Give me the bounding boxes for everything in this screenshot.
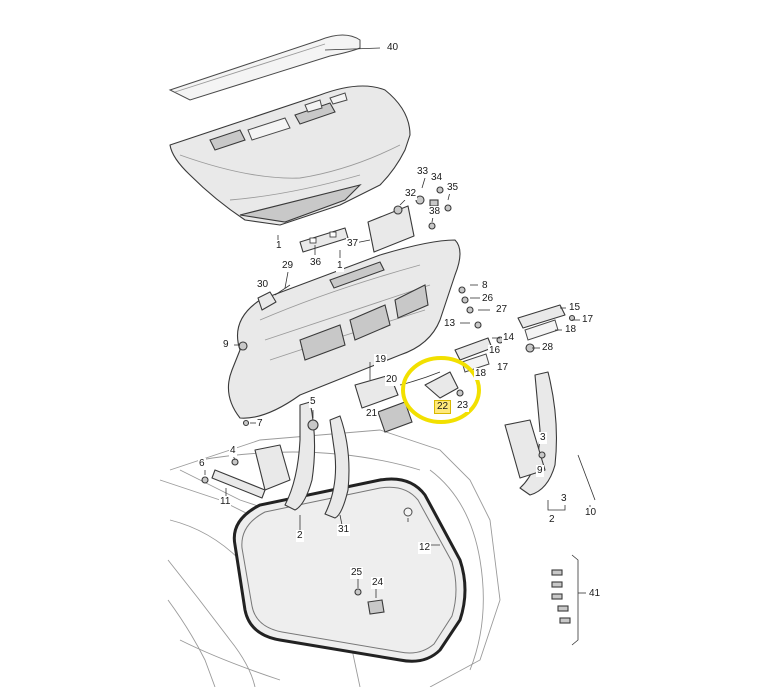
callout-28: 28 xyxy=(541,342,555,354)
callout-26: 26 xyxy=(481,293,495,305)
callout-7: 7 xyxy=(256,418,264,430)
callout-36: 36 xyxy=(309,257,323,269)
callout-29: 29 xyxy=(281,260,295,272)
callout-9-right: 9 xyxy=(536,465,544,477)
right-hinge-arm xyxy=(324,415,350,519)
callout-12: 12 xyxy=(418,542,432,554)
callout-18-upper: 18 xyxy=(564,324,578,336)
lock-assembly xyxy=(354,371,464,433)
callout-21: 21 xyxy=(365,408,379,420)
callout-30: 30 xyxy=(256,279,270,291)
callout-1-upper: 1 xyxy=(275,240,283,252)
trunk-lid-inner-panel xyxy=(227,239,461,419)
callout-34: 34 xyxy=(430,172,444,184)
callout-11: 11 xyxy=(219,496,232,508)
callout-17-lower: 17 xyxy=(496,362,510,374)
highlight-circle xyxy=(401,356,481,424)
callout-3-upper: 3 xyxy=(539,432,547,444)
license-plate-panel xyxy=(367,205,415,253)
callout-2-left: 2 xyxy=(296,530,304,542)
callout-1-lower: 1 xyxy=(336,260,344,272)
callout-31: 31 xyxy=(337,524,351,536)
callout-13: 13 xyxy=(443,318,457,330)
lock-actuator xyxy=(424,371,459,399)
callout-9: 9 xyxy=(222,339,230,351)
fastener-group-top xyxy=(393,186,452,230)
callout-41: 41 xyxy=(588,588,602,600)
callout-33: 33 xyxy=(416,166,430,178)
callout-15: 15 xyxy=(568,302,582,314)
clip-set xyxy=(551,554,579,646)
rear-window-glass xyxy=(168,34,361,101)
callout-27: 27 xyxy=(495,304,509,316)
lock-bracket-group xyxy=(454,286,576,373)
callout-19: 19 xyxy=(374,354,388,366)
callout-23: 23 xyxy=(456,400,470,412)
left-hinge-arm xyxy=(284,401,316,511)
boot-seal xyxy=(232,477,467,663)
callout-40: 40 xyxy=(386,42,400,54)
callout-6: 6 xyxy=(198,458,206,470)
gas-strut xyxy=(211,469,266,499)
callout-37: 37 xyxy=(346,238,360,250)
trim-strip xyxy=(299,227,349,253)
callout-3-lower: 3 xyxy=(560,493,568,505)
lid-stopper xyxy=(257,291,277,311)
callout-38: 38 xyxy=(428,206,442,218)
callout-35: 35 xyxy=(446,182,460,194)
callout-32: 32 xyxy=(404,188,418,200)
callout-18-lower: 18 xyxy=(474,368,488,380)
callout-4: 4 xyxy=(229,445,237,457)
callout-24: 24 xyxy=(371,577,385,589)
callout-20: 20 xyxy=(385,374,399,386)
callout-16: 16 xyxy=(488,345,502,357)
callout-10: 10 xyxy=(584,507,598,519)
callout-5: 5 xyxy=(309,396,317,408)
callout-17-upper: 17 xyxy=(581,314,595,326)
callout-22-highlighted: 22 xyxy=(434,400,452,414)
callout-8: 8 xyxy=(481,280,489,292)
callout-2-right: 2 xyxy=(548,514,556,526)
callout-25: 25 xyxy=(350,567,364,579)
callout-14: 14 xyxy=(502,332,516,344)
